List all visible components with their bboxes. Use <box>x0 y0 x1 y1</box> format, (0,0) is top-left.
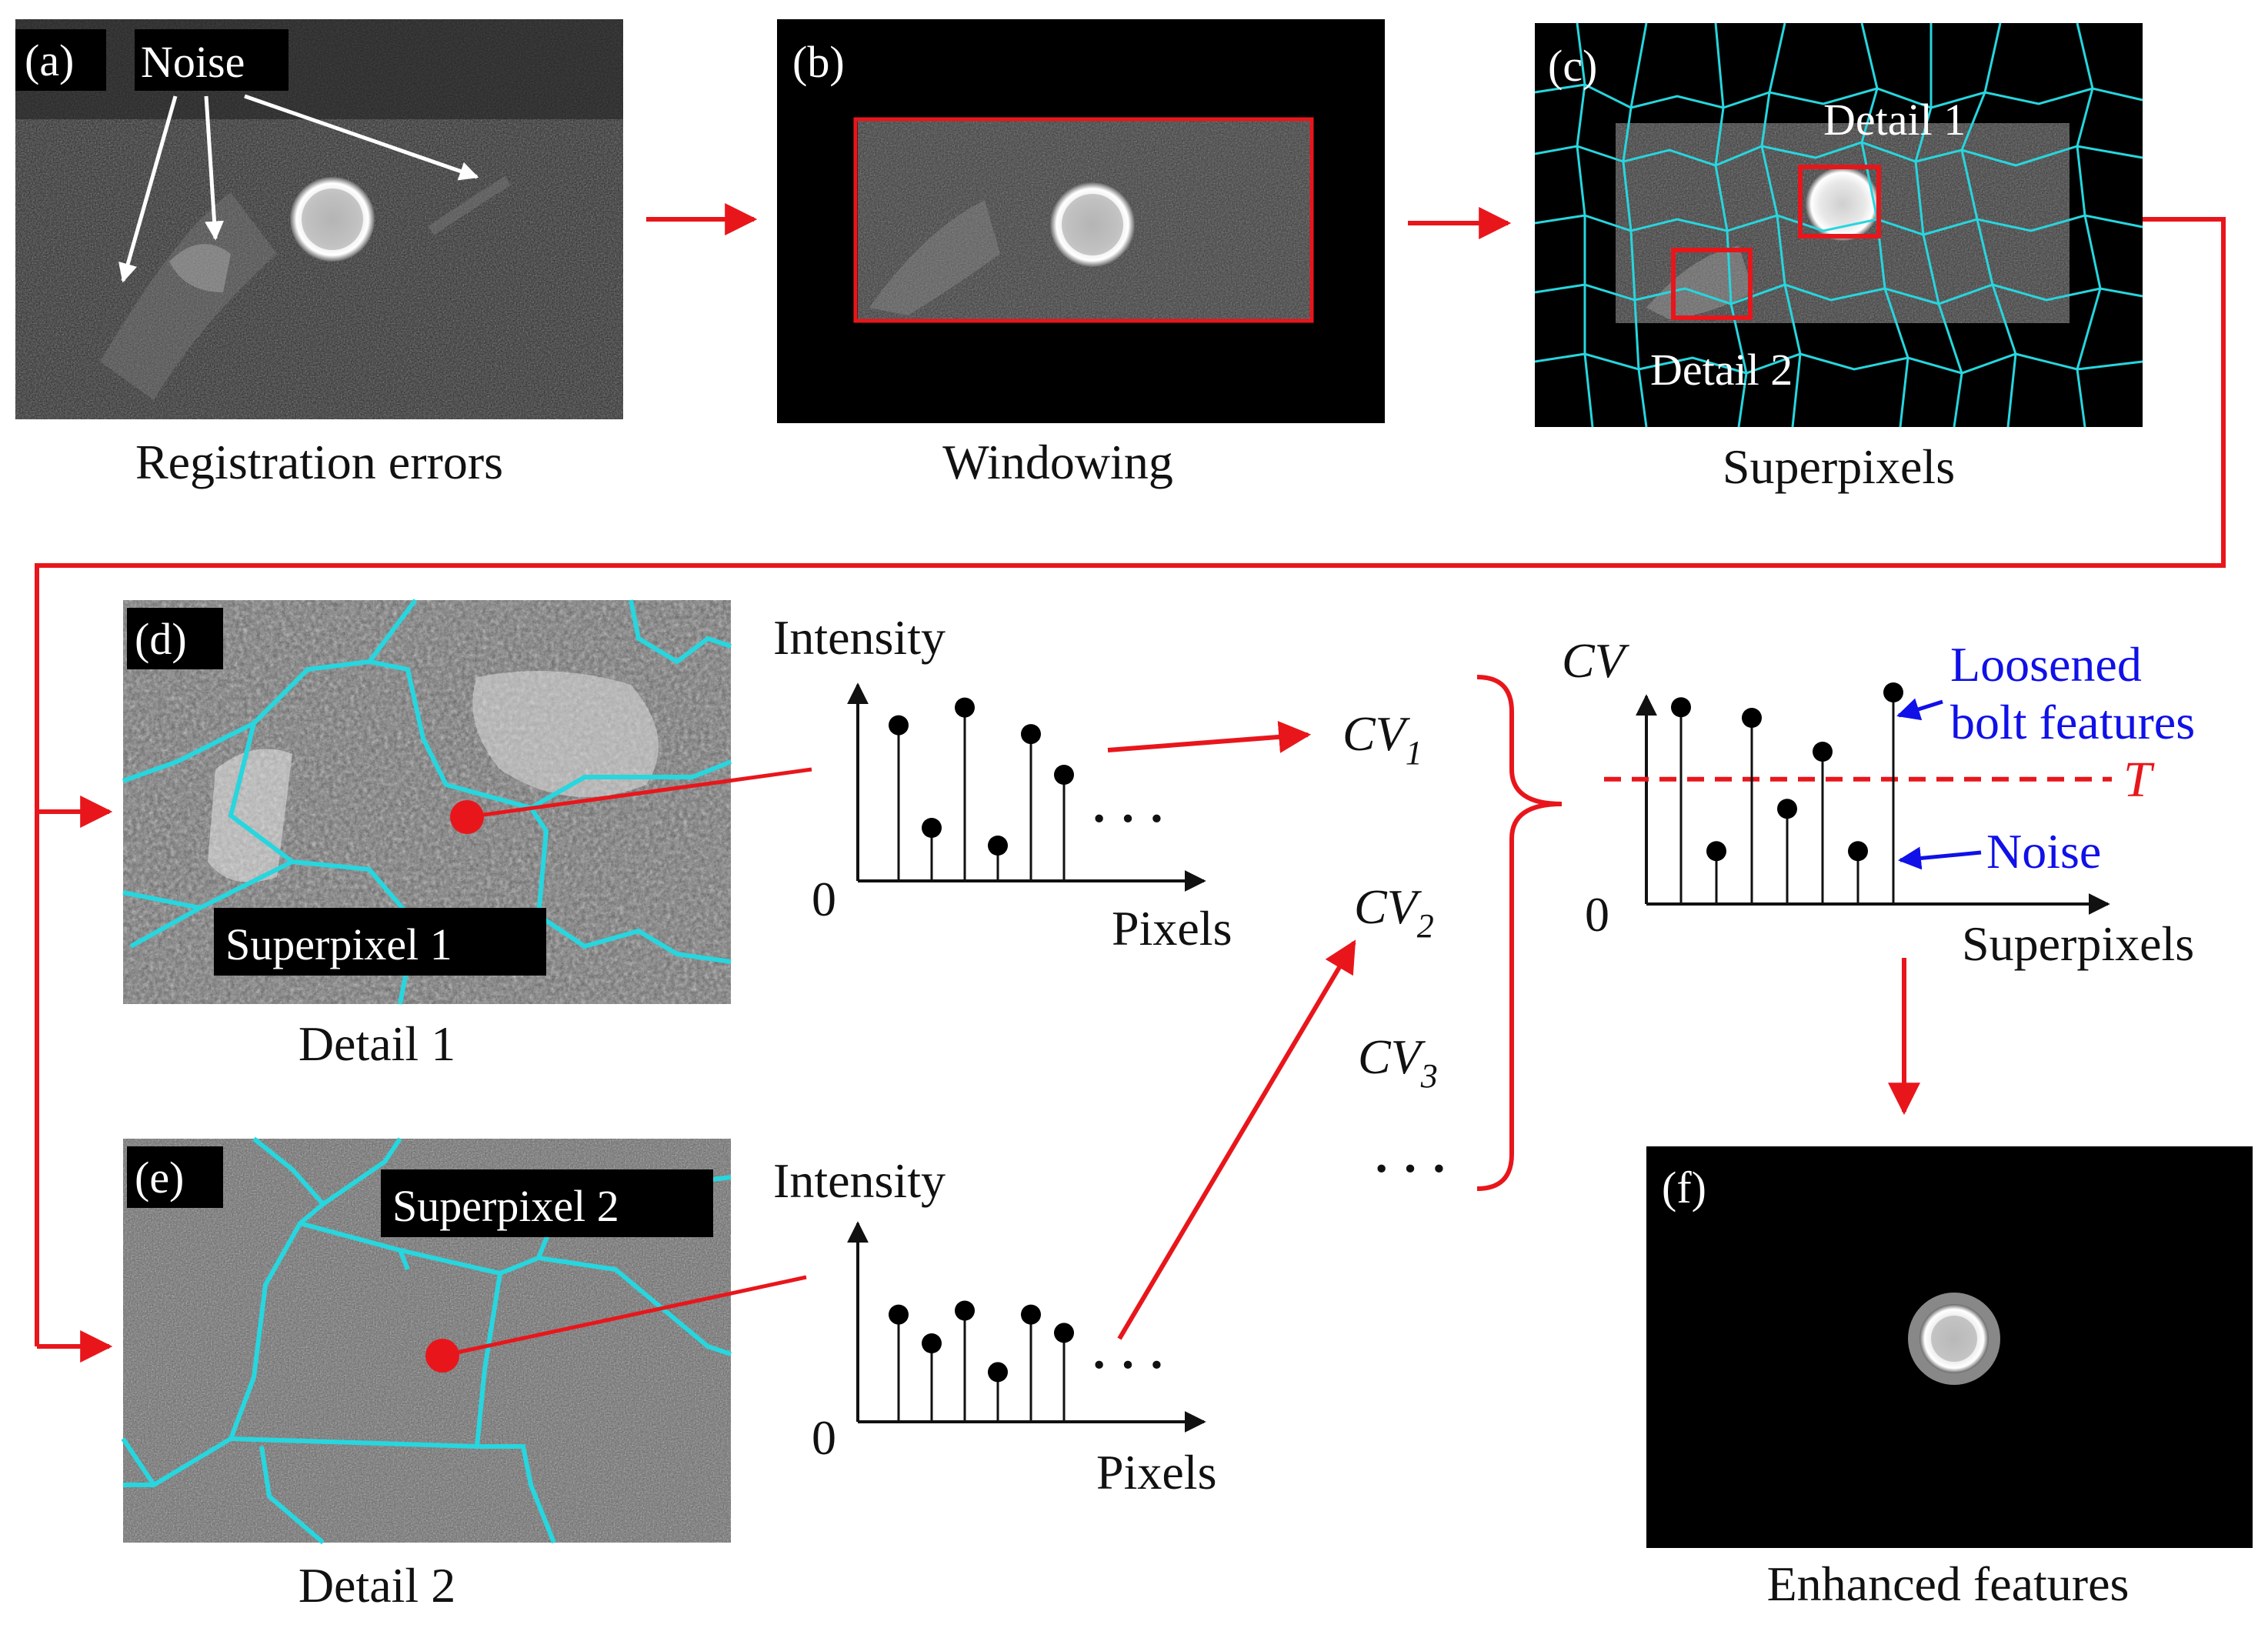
superpixel-2-label-bg <box>381 1169 713 1237</box>
plot-1-stems <box>889 697 1074 881</box>
noise-annotation-arrow <box>1898 846 1982 870</box>
arrow-plot1-to-cv1 <box>1107 720 1312 753</box>
plot-1-point <box>922 818 942 838</box>
cv-list: CV1 CV2 CV3 · · · <box>1342 675 1563 1196</box>
cv-3-label: CV3 <box>1358 1029 1438 1095</box>
panel-c-tag: (c) <box>1548 41 1597 91</box>
noise-arrow-3 <box>244 94 479 181</box>
cv-1-label: CV1 <box>1342 706 1423 772</box>
loosened-arrow <box>1896 698 1943 721</box>
loosened-label-line2: bolt features <box>1950 695 2195 749</box>
cv-2-label: CV2 <box>1354 879 1434 945</box>
panel-d-tag-bg <box>127 608 223 669</box>
plot-1-point <box>1021 724 1041 745</box>
panel-b-caption: Windowing <box>942 435 1173 489</box>
plot-1-xlabel: Pixels <box>1112 901 1232 956</box>
panel-d-tag: (d) <box>135 614 187 664</box>
plot-1-point <box>889 715 909 736</box>
panel-c-caption: Superpixels <box>1723 439 1955 494</box>
connector-c-to-details <box>35 217 2226 1346</box>
cv-brace <box>1476 675 1563 1191</box>
panel-a-tag-bg <box>15 29 106 91</box>
plot-3-point <box>1883 682 1903 702</box>
plot-2-ylabel: Intensity <box>773 1153 946 1208</box>
plot-2-point <box>955 1300 975 1321</box>
noise-label: Noise <box>141 37 245 87</box>
plot-1-zero: 0 <box>812 872 836 926</box>
superpixel-grid <box>1534 22 2143 428</box>
plot-2-point <box>988 1362 1008 1383</box>
panel-e-tag: (e) <box>135 1153 184 1203</box>
plot-3-point <box>1706 841 1726 862</box>
plot-1-point <box>988 836 1008 856</box>
panel-f-caption: Enhanced features <box>1767 1556 2130 1611</box>
panel-f-tag: (f) <box>1662 1163 1706 1213</box>
detail-1-box <box>1798 165 1881 239</box>
panel-c: Detail 1 Detail 2 (c) Superpixels <box>1534 22 2143 494</box>
panel-b: (b) Windowing <box>777 19 1385 489</box>
plot-3-point <box>1742 708 1762 728</box>
plot-3-xlabel: Superpixels <box>1962 916 2194 971</box>
plot-3: CV Superpixels 0 T Loosened bolt feature… <box>1562 633 2195 971</box>
threshold-label: T <box>2123 752 2155 808</box>
noise-arrow-1 <box>118 95 178 283</box>
loosened-label-line1: Loosened <box>1950 637 2142 692</box>
superpixel-1-label: Superpixel 1 <box>225 919 452 969</box>
plot-2-xlabel: Pixels <box>1096 1445 1216 1500</box>
plot-2-point <box>889 1304 909 1325</box>
arrow-plot2-to-cv2 <box>1117 939 1356 1340</box>
noise-label-bg <box>135 29 289 91</box>
cv-ellipsis: · · · <box>1373 1141 1447 1196</box>
plot-2-point <box>922 1333 942 1353</box>
plot-3-stems <box>1671 682 1903 904</box>
panel-b-tag: (b) <box>792 37 845 87</box>
plot-1-ellipsis: · · · <box>1091 791 1165 846</box>
plot-3-point <box>1671 697 1691 718</box>
link-sp2-to-plot2 <box>442 1275 807 1358</box>
plot-2-ellipsis: · · · <box>1091 1337 1165 1392</box>
panel-d-caption: Detail 1 <box>299 1016 455 1071</box>
superpixel-2-label: Superpixel 2 <box>392 1181 619 1231</box>
plot-3-ylabel: CV <box>1562 633 1630 688</box>
window-box <box>853 117 1314 323</box>
detail-2-box <box>1671 248 1753 320</box>
panel-d: (d) Superpixel 1 Detail 1 <box>122 599 732 1071</box>
link-sp1-to-plot1 <box>466 767 812 819</box>
panel-a-tag: (a) <box>25 35 74 85</box>
plot-1-ylabel: Intensity <box>773 610 946 665</box>
superpixel-1-label-bg <box>214 908 546 976</box>
plot-2-point <box>1054 1323 1074 1343</box>
detail-2-label: Detail 2 <box>1650 345 1793 395</box>
panel-e: (e) Superpixel 2 Detail 2 <box>121 1136 732 1613</box>
plot-3-point <box>1777 799 1797 819</box>
plot-2: Intensity Pixels 0 · · · <box>773 1153 1216 1500</box>
plot-1: Intensity Pixels 0 · · · <box>773 610 1232 956</box>
plot-3-zero: 0 <box>1585 887 1609 942</box>
panel-a: (a) Noise Registration errors <box>15 19 623 489</box>
panel-a-caption: Registration errors <box>135 435 503 489</box>
noise-arrow-2 <box>204 95 225 241</box>
plot-3-point <box>1813 742 1833 762</box>
panel-e-tag-bg <box>127 1146 223 1208</box>
panel-e-caption: Detail 2 <box>299 1558 455 1613</box>
detail-1-label: Detail 1 <box>1823 95 1966 145</box>
plot-2-point <box>1021 1304 1041 1325</box>
noise-annotation: Noise <box>1986 824 2101 879</box>
plot-1-point <box>1054 765 1074 785</box>
plot-2-zero: 0 <box>812 1410 836 1465</box>
plot-3-point <box>1848 841 1868 862</box>
plot-1-point <box>955 697 975 718</box>
panel-f: (f) Enhanced features <box>1646 1146 2253 1611</box>
plot-2-stems <box>889 1300 1074 1422</box>
